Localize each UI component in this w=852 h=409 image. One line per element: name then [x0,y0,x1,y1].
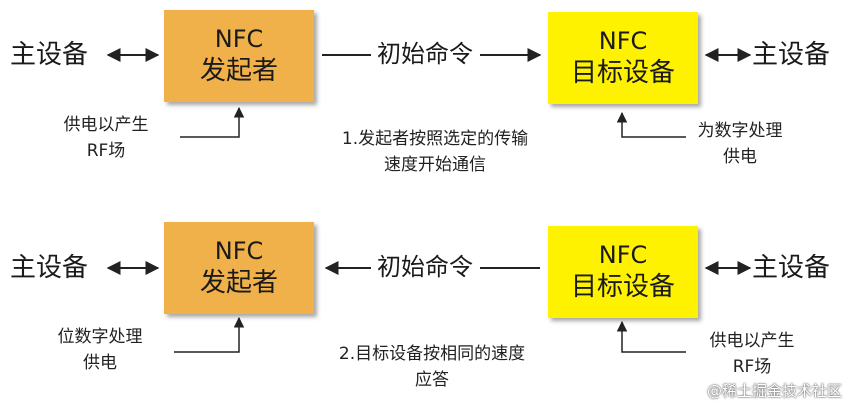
top-left-note-connector [180,106,245,138]
top-initiator-line2: 发起者 [199,56,278,86]
watermark-text: @稀土掘金技术社区 [706,382,842,400]
bottom-initiator-box: NFC 发起者 [164,222,314,314]
bottom-caption-line2: 应答 [415,370,449,390]
top-initiator-line1: NFC [214,25,264,53]
bottom-initiator-line2: 发起者 [199,268,278,298]
top-command-label: 初始命令 [371,39,479,69]
top-caption-line1: 1.发起者按照选定的传输 [341,129,529,149]
bottom-target-line1: NFC [598,241,648,269]
top-initiator-box: NFC 发起者 [164,10,314,102]
bottom-left-note-connector [174,316,245,353]
bottom-target-box: NFC 目标设备 [548,226,698,318]
top-right-note-connector [616,111,686,138]
top-caption-line2: 速度开始通信 [384,155,486,175]
top-left-note-line2: RF场 [86,141,126,161]
bottom-right-host-label: 主设备 [752,253,831,283]
bottom-right-note: 供电以产生 RF场 [682,328,822,380]
top-right-host-label: 主设备 [752,40,831,70]
top-right-note: 为数字处理 供电 [680,118,800,170]
bottom-command-label: 初始命令 [371,252,479,282]
bottom-left-note: 位数字处理 供电 [30,324,170,376]
bottom-right-note-line1: 供电以产生 [709,331,795,351]
bottom-right-note-connector [616,320,686,353]
bottom-initiator-line1: NFC [214,237,264,265]
bottom-left-note-line2: 供电 [83,353,117,373]
bottom-left-note-line1: 位数字处理 [57,327,143,347]
bottom-left-host-label: 主设备 [10,253,89,283]
bottom-caption-line1: 2.目标设备按相同的速度 [338,344,526,364]
top-caption: 1.发起者按照选定的传输 速度开始通信 [285,126,585,178]
top-target-box: NFC 目标设备 [548,12,698,104]
bottom-right-note-line2: RF场 [732,357,772,377]
bottom-target-line2: 目标设备 [570,272,675,302]
top-left-note: 供电以产生 RF场 [36,112,176,164]
top-left-host-label: 主设备 [10,40,89,70]
top-right-note-line2: 供电 [723,147,757,167]
bottom-caption: 2.目标设备按相同的速度 应答 [282,341,582,393]
top-left-note-line1: 供电以产生 [63,115,149,135]
top-target-line1: NFC [598,27,648,55]
top-right-note-line1: 为数字处理 [697,121,783,141]
top-target-line2: 目标设备 [570,58,675,88]
